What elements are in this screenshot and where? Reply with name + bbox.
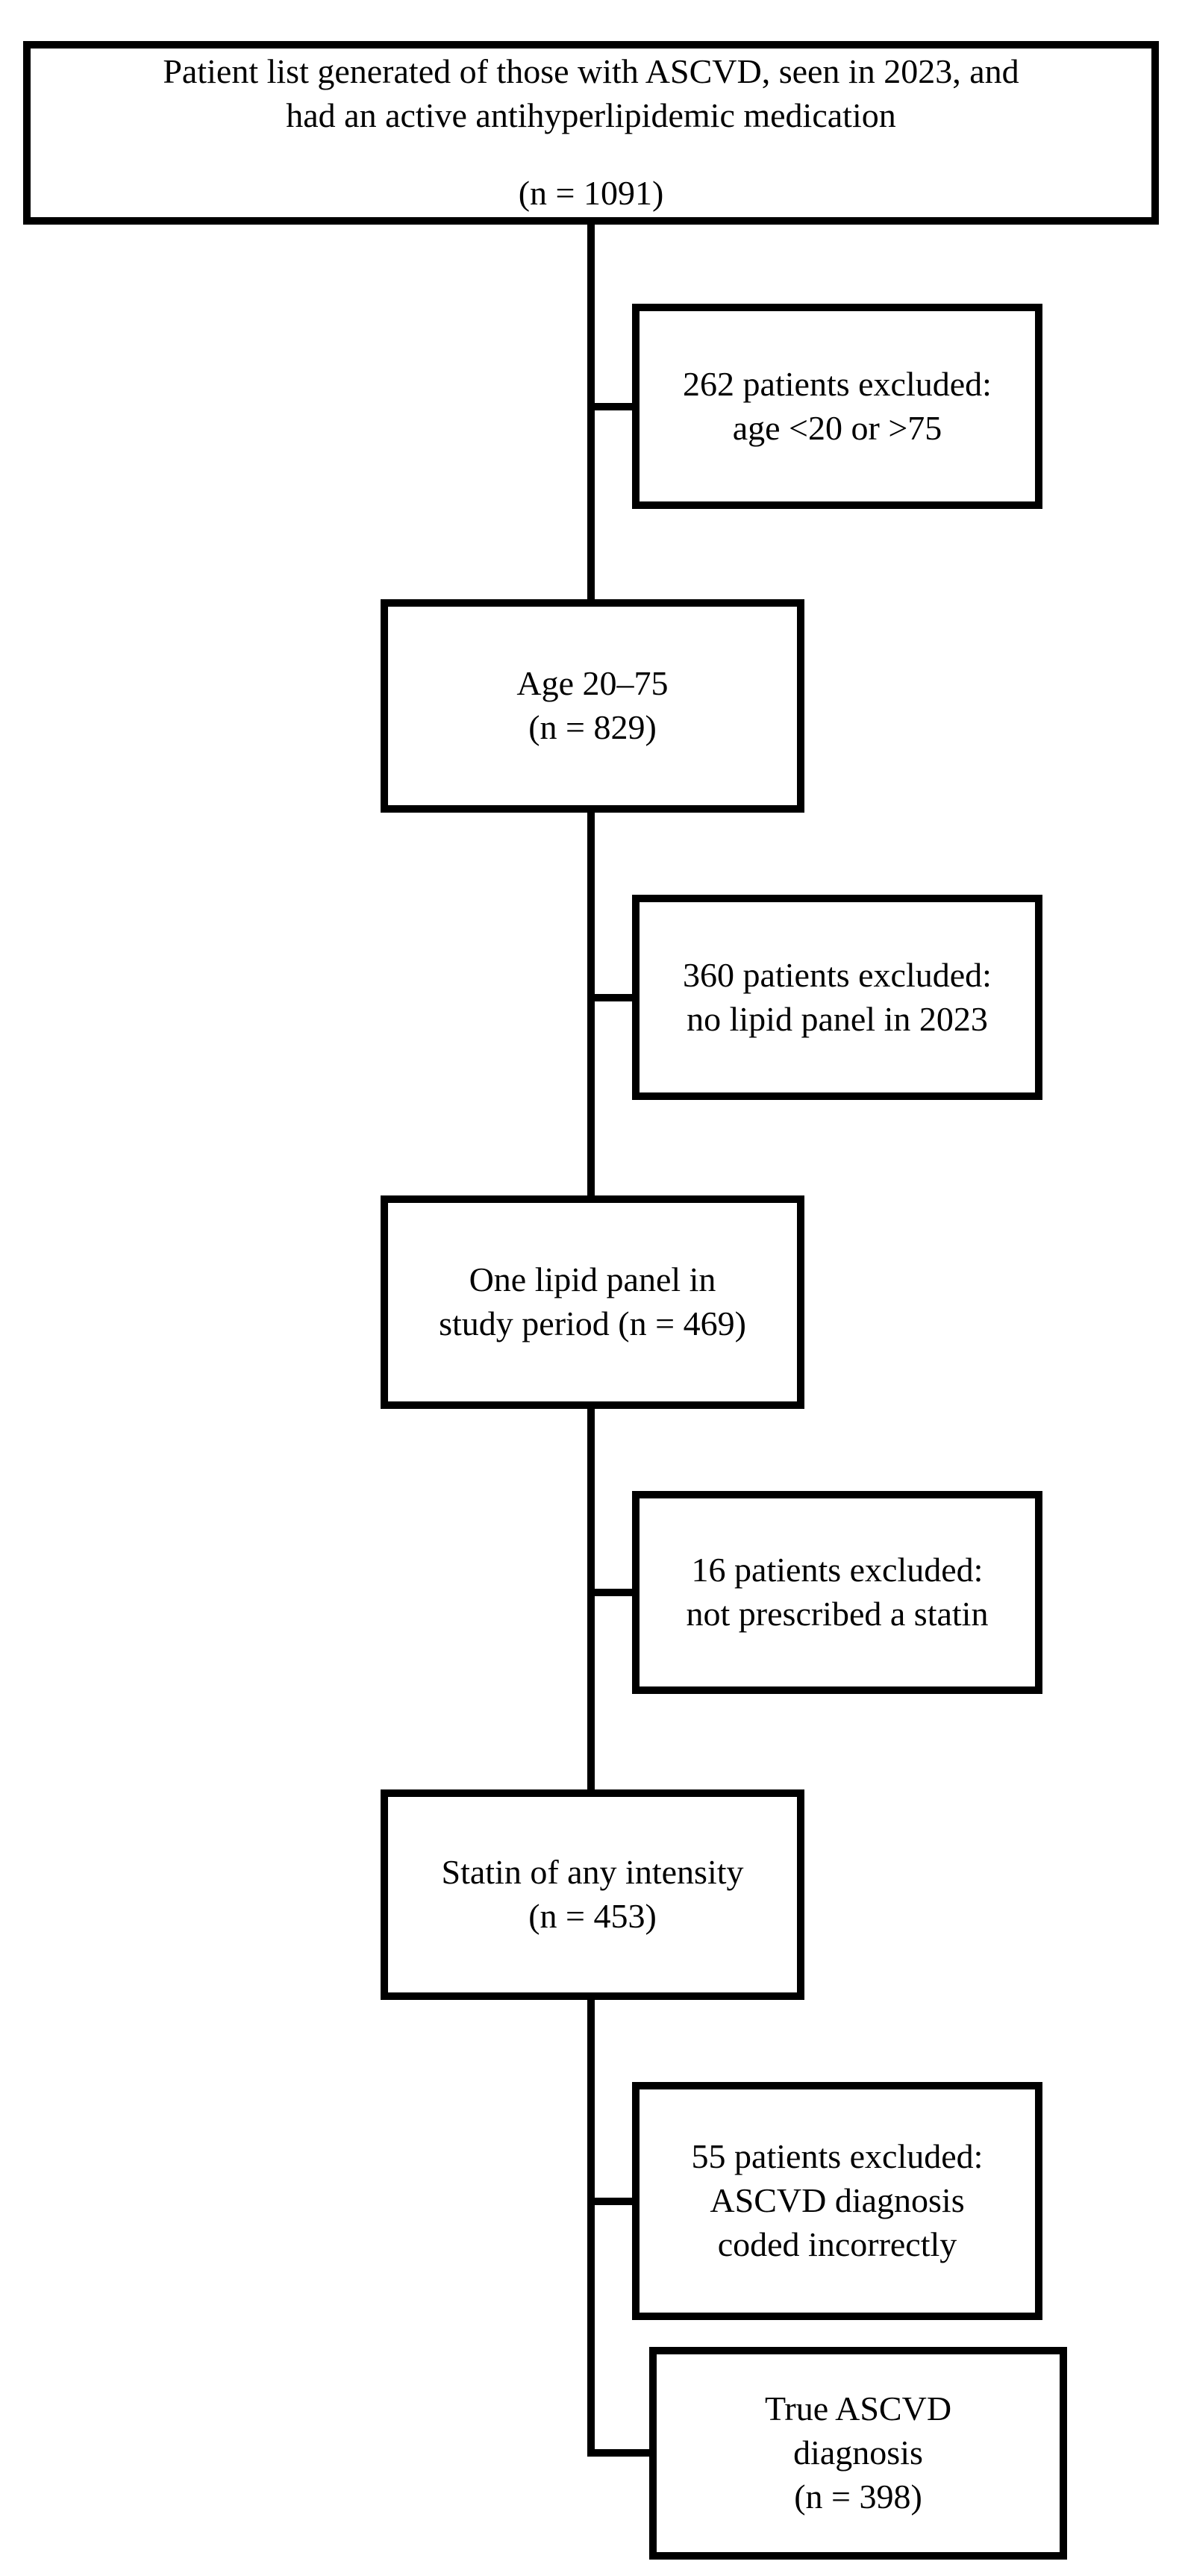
box-text-line: age <20 or >75: [732, 408, 942, 447]
box-text-line: 55 patients excluded:: [691, 2137, 984, 2176]
connector-stub-excluded-age: [591, 403, 640, 410]
box-n-count: (n = 398): [794, 2477, 922, 2516]
box-text-line: study period (n = 469): [439, 1304, 746, 1342]
box-age-20-75: Age 20–75 (n = 829): [381, 599, 804, 813]
box-excluded-ascvd-coding: 55 patients excluded: ASCVD diagnosis co…: [632, 2082, 1042, 2320]
box-text-line: 360 patients excluded:: [683, 955, 992, 994]
box-text-line: Statin of any intensity: [441, 1853, 744, 1892]
box-n-count: (n = 1091): [518, 174, 664, 213]
connector-stub-excluded-no-statin: [591, 1589, 640, 1596]
box-source-population: Patient list generated of those with ASC…: [23, 41, 1159, 225]
box-text-line: no lipid panel in 2023: [687, 999, 988, 1038]
box-true-ascvd: True ASCVD diagnosis (n = 398): [649, 2347, 1067, 2560]
box-text-line: coded incorrectly: [717, 2225, 957, 2263]
box-text-line: 262 patients excluded:: [683, 364, 992, 403]
connector-stub-excluded-no-lipid-panel: [591, 994, 640, 1001]
box-one-lipid-panel: One lipid panel in study period (n = 469…: [381, 1195, 804, 1409]
box-text-line: not prescribed a statin: [686, 1595, 989, 1633]
box-excluded-age: 262 patients excluded: age <20 or >75: [632, 304, 1042, 509]
box-excluded-no-lipid-panel: 360 patients excluded: no lipid panel in…: [632, 895, 1042, 1100]
box-statin-any-intensity: Statin of any intensity (n = 453): [381, 1789, 804, 2000]
box-excluded-no-statin: 16 patients excluded: not prescribed a s…: [632, 1491, 1042, 1694]
box-text-line: ASCVD diagnosis: [710, 2181, 965, 2220]
connector-elbow-true-ascvd: [587, 2449, 657, 2457]
box-n-count: (n = 453): [528, 1897, 657, 1935]
box-text-line: had an active antihyperlipidemic medicat…: [286, 96, 896, 134]
box-n-count: (n = 829): [528, 708, 657, 746]
box-text-line: Patient list generated of those with ASC…: [163, 51, 1019, 90]
box-text-line: Age 20–75: [516, 664, 669, 703]
box-text-line: 16 patients excluded:: [691, 1551, 984, 1589]
box-text-line: True ASCVD: [764, 2389, 952, 2428]
box-text-line: diagnosis: [793, 2433, 923, 2472]
box-text-line: One lipid panel in: [469, 1260, 716, 1299]
connector-stub-excluded-ascvd-coding: [591, 2198, 640, 2205]
